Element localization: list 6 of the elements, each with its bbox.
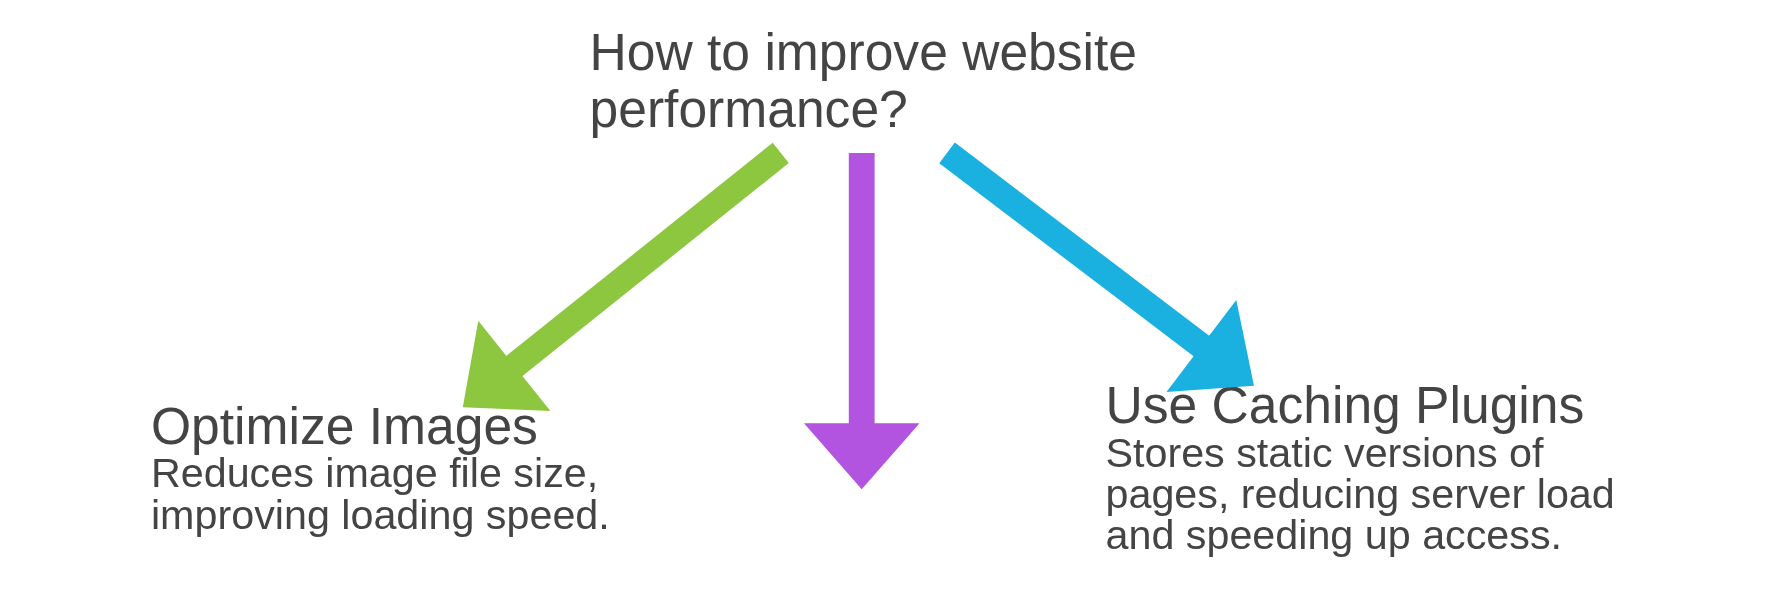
arrow bbox=[462, 142, 789, 412]
node-text: How to improve website performance? bbox=[589, 23, 1137, 138]
node-text: Optimize Images Reduces image file size, improving loading speed. bbox=[150, 397, 610, 538]
arrow bbox=[938, 142, 1254, 392]
arrow bbox=[803, 152, 919, 490]
node-text: Use Caching Plugins Stores static versions of pages, reducing server load and speeding up access. bbox=[1105, 376, 1615, 559]
